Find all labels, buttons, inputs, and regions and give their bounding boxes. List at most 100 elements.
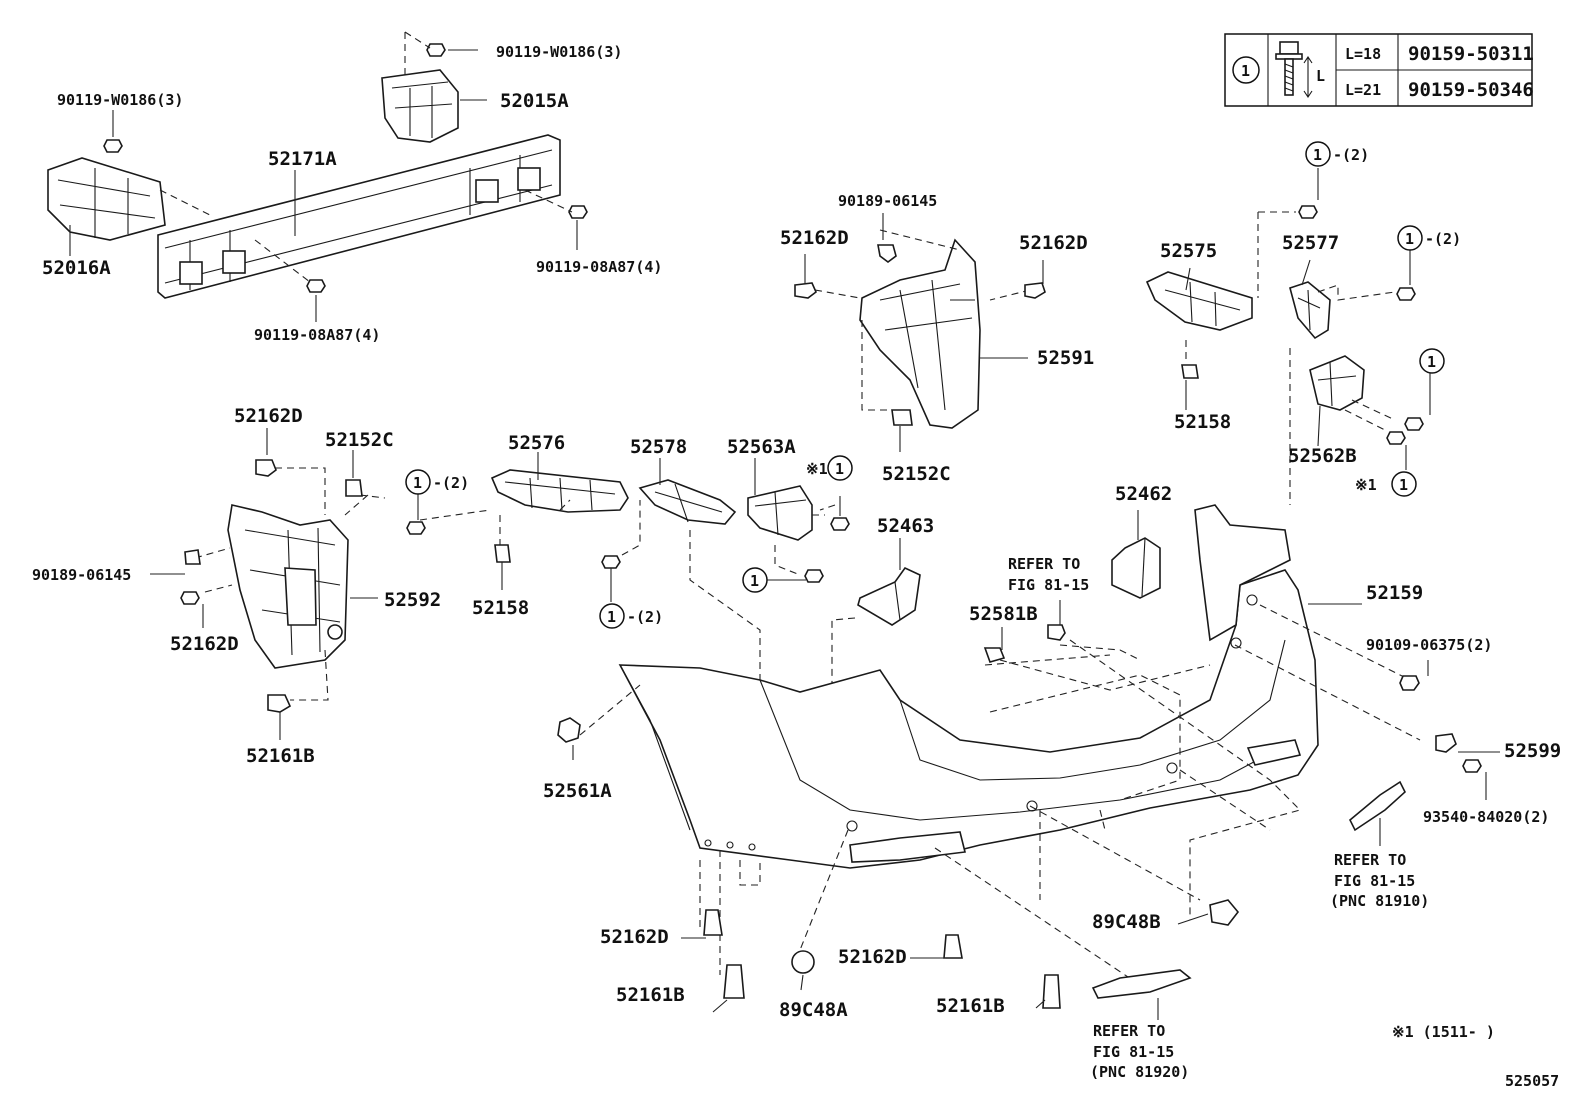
table-part-number: 90159-50311 bbox=[1408, 43, 1534, 65]
bushing-icon bbox=[345, 479, 363, 497]
part-label: 52162D bbox=[1019, 232, 1088, 254]
part-label: 90189-06145 bbox=[838, 192, 937, 210]
part-label: 52152C bbox=[325, 429, 394, 451]
part-label: 52562B bbox=[1288, 445, 1357, 467]
callout-circle bbox=[742, 567, 768, 593]
callout-number: 1 bbox=[1405, 230, 1414, 248]
bolt-icon bbox=[601, 555, 621, 569]
part-label: 52162D bbox=[780, 227, 849, 249]
part-label: 52158 bbox=[472, 597, 529, 619]
part-label: 52152C bbox=[882, 463, 951, 485]
refer-to-note: REFER TO bbox=[1093, 1022, 1165, 1040]
clip-icon bbox=[983, 647, 1006, 663]
refer-fig-note: FIG 81-15 bbox=[1008, 576, 1089, 594]
callout-number: 1 bbox=[1427, 353, 1436, 371]
clip-icon bbox=[1435, 733, 1457, 753]
callout-circle bbox=[1419, 348, 1445, 374]
bushing-icon bbox=[891, 409, 913, 426]
bolt-icon bbox=[1386, 431, 1406, 445]
bumper-reinforcement bbox=[157, 134, 561, 299]
clip-icon bbox=[877, 244, 897, 263]
clip-icon bbox=[494, 544, 511, 563]
callout-circle bbox=[1305, 141, 1331, 167]
table-part-number: 90159-50346 bbox=[1408, 79, 1534, 101]
part-label: 52463 bbox=[877, 515, 934, 537]
bumper-retainer-52577 bbox=[1289, 281, 1331, 340]
bolt-icon bbox=[1298, 205, 1318, 219]
bolt-icon bbox=[406, 521, 426, 535]
part-label: 52578 bbox=[630, 436, 687, 458]
bolt-icon bbox=[103, 43, 588, 293]
clip-icon bbox=[255, 459, 277, 477]
rear-bumper-cover bbox=[618, 504, 1319, 869]
part-labels: 90119-W0186(3) 90119-W0186(3) 52015A 521… bbox=[32, 43, 1561, 1021]
part-label: 52162D bbox=[170, 633, 239, 655]
clip-icon bbox=[1024, 282, 1046, 299]
part-label: 52171A bbox=[268, 148, 337, 170]
part-label: 52576 bbox=[508, 432, 565, 454]
clip-icon bbox=[1042, 974, 1061, 1009]
footnote: ※1 (1511- ) bbox=[1392, 1023, 1495, 1041]
bolt-icon bbox=[1399, 675, 1420, 691]
part-label: 52591 bbox=[1037, 347, 1094, 369]
bolt-icon bbox=[1462, 759, 1482, 773]
callout-number: 1 bbox=[607, 608, 616, 626]
clip-icon bbox=[184, 549, 201, 565]
callout-circle bbox=[827, 455, 853, 481]
part-label: 52563A bbox=[727, 436, 796, 458]
bumper-side-retainer-left bbox=[227, 504, 349, 669]
clip-icon bbox=[723, 964, 745, 999]
callout-quantity: -(2) bbox=[1333, 146, 1369, 164]
part-label: 90109-06375(2) bbox=[1366, 636, 1492, 654]
bumper-retainer-52575 bbox=[1145, 271, 1253, 331]
part-label: 52161B bbox=[246, 745, 315, 767]
part-label: 52162D bbox=[600, 926, 669, 948]
part-label: 52577 bbox=[1282, 232, 1339, 254]
bolt-icon bbox=[804, 569, 824, 583]
callout-mark: ※1 bbox=[806, 460, 828, 478]
clip-icon bbox=[703, 909, 723, 936]
bolt-icon bbox=[1275, 41, 1313, 98]
bumper-retainer-52578 bbox=[638, 479, 737, 525]
bumper-spacer-52463 bbox=[857, 566, 921, 626]
dimension-label: L bbox=[1316, 67, 1325, 85]
bolt-icon bbox=[1396, 287, 1416, 301]
reinforcement-bracket-left bbox=[47, 157, 166, 241]
bolt-icon bbox=[1404, 417, 1424, 431]
clip-icon bbox=[1181, 364, 1199, 379]
callout-number: 1 bbox=[1399, 476, 1408, 494]
clip-icon bbox=[794, 282, 817, 299]
callout-number: 1 bbox=[1241, 62, 1250, 80]
diagram-id: 525057 bbox=[1505, 1072, 1559, 1090]
part-label: 52016A bbox=[42, 257, 111, 279]
part-label: 52581B bbox=[969, 603, 1038, 625]
clip-icon bbox=[943, 934, 963, 959]
part-label: 89C48B bbox=[1092, 911, 1161, 933]
refer-to-note: REFER TO bbox=[1008, 555, 1080, 573]
hole-plug-89c48a bbox=[791, 950, 815, 974]
refer-fig-note: FIG 81-15 bbox=[1093, 1043, 1174, 1061]
part-label: 52015A bbox=[500, 90, 569, 112]
callout-number: 1 bbox=[1313, 146, 1322, 164]
part-label: 52159 bbox=[1366, 582, 1423, 604]
callout-circle bbox=[1397, 225, 1423, 251]
fastener-table: 1 L L=18 90159-50311 L=21 90159-50346 bbox=[1224, 33, 1534, 107]
bumper-side-retainer-right bbox=[859, 238, 981, 429]
part-label: 52162D bbox=[838, 946, 907, 968]
callout-marks: 1 -(2) 1 -(2) 1 ※1 1 1 -(2) 1 -(2) 1 ※1 … bbox=[413, 146, 1461, 626]
part-label: 93540-84020(2) bbox=[1423, 808, 1549, 826]
callout-number: 1 bbox=[750, 572, 759, 590]
callout-quantity: -(2) bbox=[627, 608, 663, 626]
part-label: 52561A bbox=[543, 780, 612, 802]
table-length: L=21 bbox=[1345, 81, 1381, 99]
callout-mark: ※1 bbox=[1355, 476, 1377, 494]
bumper-retainer-52563a bbox=[747, 485, 813, 541]
bolt-icon bbox=[1047, 624, 1066, 641]
clip-icon bbox=[267, 694, 292, 713]
bolt-icon bbox=[830, 517, 850, 531]
pnc-note: (PNC 81920) bbox=[1090, 1063, 1189, 1081]
part-label: 90119-W0186(3) bbox=[57, 91, 183, 109]
part-label: 90119-08A87(4) bbox=[536, 258, 662, 276]
part-label: 52161B bbox=[616, 984, 685, 1006]
